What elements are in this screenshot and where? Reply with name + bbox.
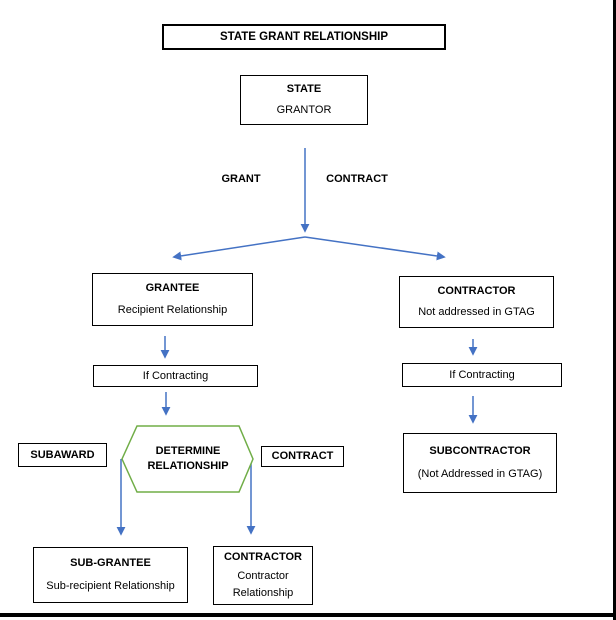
contractor-node: CONTRACTOR Not addressed in GTAG [399, 276, 554, 328]
state-node-subtitle: GRANTOR [276, 103, 332, 116]
grant-edge-label: GRANT [221, 173, 261, 185]
state-node-title: STATE [286, 83, 322, 96]
if-contracting-right-node: If Contracting [402, 363, 562, 387]
contractor-node-subtitle: Not addressed in GTAG [418, 306, 535, 318]
subaward-node: SUBAWARD [18, 443, 107, 467]
sub-grantee-node-title: SUB-GRANTEE [70, 557, 151, 570]
contract-label: CONTRACT [271, 450, 334, 462]
subcontractor-node: SUBCONTRACTOR (Not Addressed in GTAG) [403, 433, 557, 493]
grantee-node: GRANTEE Recipient Relationship [92, 273, 253, 326]
contract-node: CONTRACT [261, 446, 344, 467]
sub-grantee-node: SUB-GRANTEE Sub-recipient Relationship [33, 547, 188, 603]
determine-relationship-label: DETERMINE RELATIONSHIP [123, 444, 253, 474]
page-frame-right-border [613, 0, 616, 620]
connector-fan-right [304, 236, 446, 261]
sub-grantee-node-subtitle: Sub-recipient Relationship [46, 579, 175, 592]
contractor-bottom-node-title: CONTRACTOR [223, 551, 302, 563]
contractor-bottom-node-subtitle: Contractor Relationship [232, 570, 294, 599]
diagram-title: STATE GRANT RELATIONSHIP [219, 30, 389, 43]
determine-relationship-line2: RELATIONSHIP [147, 460, 229, 472]
determine-relationship-line1: DETERMINE [155, 445, 221, 457]
connector-fan-left [172, 236, 306, 261]
grantee-node-title: GRANTEE [145, 282, 200, 295]
contractor-node-title: CONTRACTOR [437, 285, 516, 297]
if-contracting-left-node: If Contracting [93, 365, 258, 387]
if-contracting-right-label: If Contracting [449, 368, 515, 381]
page-frame-bottom-border [0, 613, 616, 617]
determine-relationship-hexagon [121, 425, 254, 493]
contract-edge-label: CONTRACT [326, 173, 388, 185]
grantee-node-subtitle: Recipient Relationship [117, 303, 228, 316]
subaward-label: SUBAWARD [30, 448, 95, 461]
state-grantor-node: STATE GRANTOR [240, 75, 368, 125]
if-contracting-left-label: If Contracting [142, 369, 209, 382]
diagram-title-box: STATE GRANT RELATIONSHIP [162, 24, 446, 50]
contractor-bottom-node: CONTRACTOR Contractor Relationship [213, 546, 313, 605]
subcontractor-node-subtitle: (Not Addressed in GTAG) [417, 468, 543, 481]
subcontractor-node-title: SUBCONTRACTOR [429, 444, 531, 457]
